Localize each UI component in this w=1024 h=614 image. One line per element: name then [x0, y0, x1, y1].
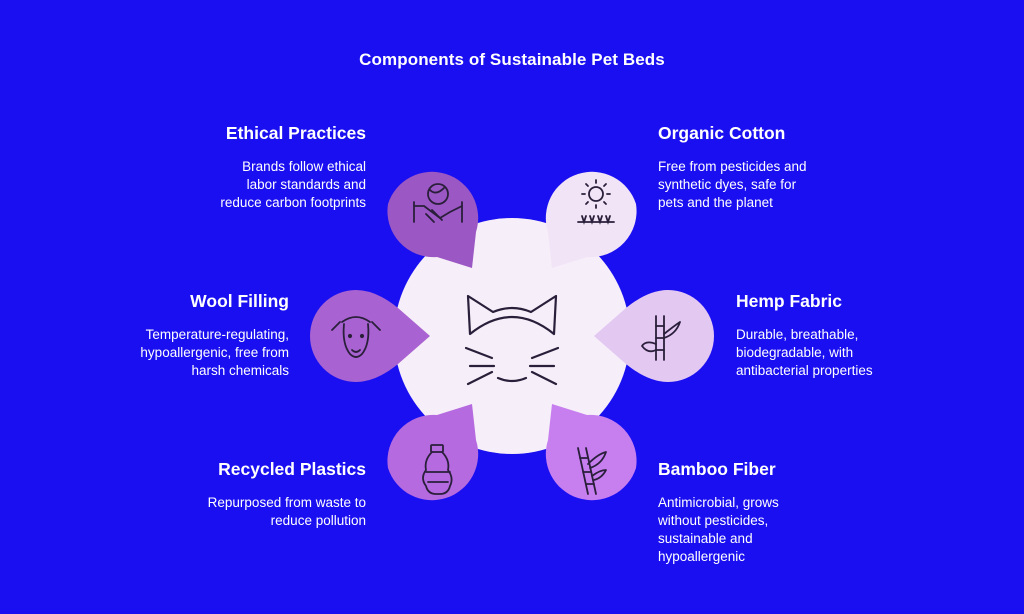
petal-hemp-fabric: [594, 290, 714, 382]
petal-recycled-plastics: [387, 404, 479, 501]
item-bamboo-fiber: Bamboo Fiber Antimicrobial, grows withou…: [658, 458, 918, 566]
handshake-globe-icon: [413, 183, 463, 223]
item-description: Repurposed from waste to reduce pollutio…: [207, 495, 366, 528]
sun-sprout-icon: [577, 179, 615, 225]
item-heading: Recycled Plastics: [218, 459, 366, 479]
item-ethical-practices: Ethical Practices Brands follow ethical …: [106, 122, 366, 212]
bottle-icon: [422, 444, 453, 495]
petal-wool-filling: [310, 290, 430, 382]
cat-face-icon: [464, 294, 560, 386]
item-description: Free from pesticides and synthetic dyes,…: [658, 159, 807, 210]
page-title: Components of Sustainable Pet Beds: [359, 50, 665, 69]
item-description: Temperature-regulating, hypoallergenic, …: [140, 327, 289, 378]
bamboo-icon: [577, 447, 607, 495]
item-wool-filling: Wool Filling Temperature-regulating, hyp…: [29, 290, 289, 380]
petal-organic-cotton: [545, 171, 637, 268]
petal-bamboo-fiber: [545, 404, 637, 501]
sheep-icon: [331, 316, 381, 358]
item-description: Durable, breathable, biodegradable, with…: [736, 327, 873, 378]
petal-ethical-practices: [387, 171, 479, 268]
item-description: Brands follow ethical labor standards an…: [220, 159, 366, 210]
item-heading: Hemp Fabric: [736, 291, 842, 311]
hemp-plant-icon: [641, 315, 681, 361]
item-hemp-fabric: Hemp Fabric Durable, breathable, biodegr…: [736, 290, 996, 380]
item-recycled-plastics: Recycled Plastics Repurposed from waste …: [106, 458, 366, 530]
item-heading: Wool Filling: [190, 291, 289, 311]
center-circle: [394, 218, 630, 454]
item-heading: Ethical Practices: [225, 123, 366, 143]
item-description: Antimicrobial, grows without pesticides,…: [658, 495, 779, 564]
item-heading: Organic Cotton: [658, 123, 786, 143]
item-organic-cotton: Organic Cotton Free from pesticides and …: [658, 122, 918, 212]
item-heading: Bamboo Fiber: [658, 459, 776, 479]
